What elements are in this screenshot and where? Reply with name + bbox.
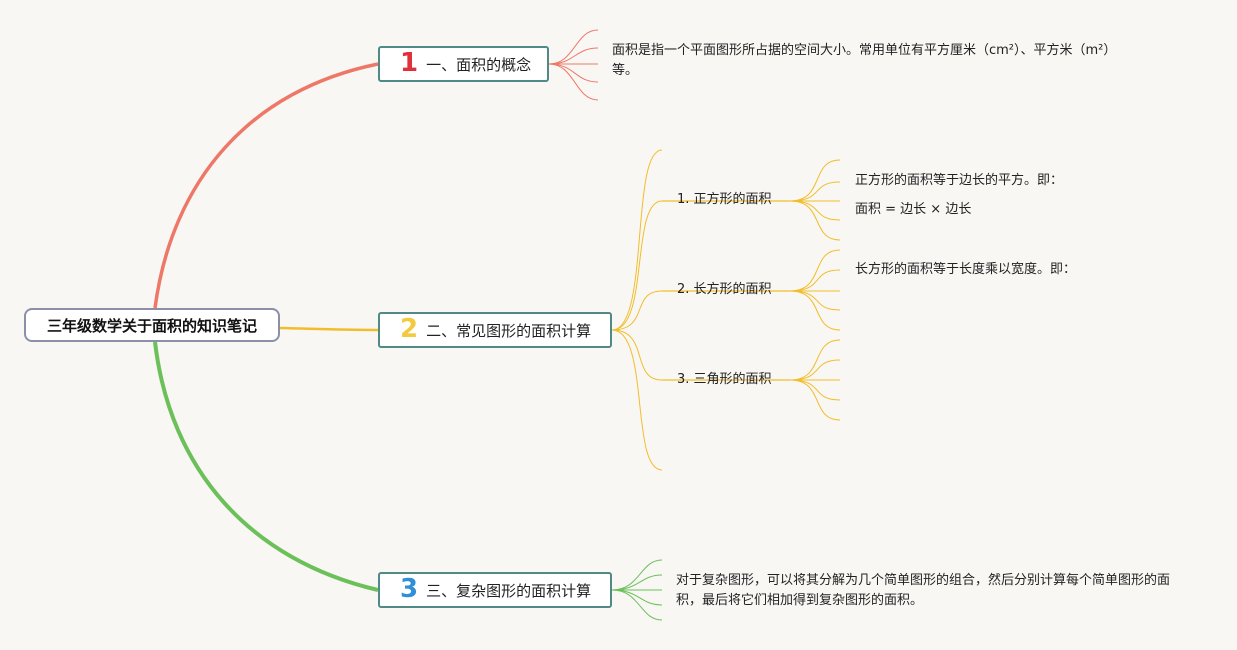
branch-1-note: 面积是指一个平面图形所占据的空间大小。常用单位有平方厘米（cm²）、平方米（m²… [612, 43, 1117, 78]
number-three-badge: 3 [400, 574, 419, 604]
sub-underlines [662, 200, 790, 381]
rectangle-note-1: 长方形的面积等于长度乘以宽度。即： [855, 262, 1077, 277]
link-root-branch2 [279, 326, 379, 332]
sub-node-rectangle[interactable]: 2. 长方形的面积 [677, 282, 772, 297]
square-note-1: 正方形的面积等于边长的平方。即： [855, 173, 1064, 188]
branch-node-3[interactable]: 3 三、复杂图形的面积计算 [378, 572, 612, 608]
branch-2-title: 二、常见图形的面积计算 [426, 321, 592, 340]
sub3-fan [789, 339, 841, 421]
link-root-branch1 [153, 62, 379, 309]
branch-3-title: 三、复杂图形的面积计算 [426, 581, 592, 600]
root-title: 三年级数学关于面积的知识笔记 [46, 316, 257, 335]
branch-node-2[interactable]: 2 二、常见图形的面积计算 [378, 312, 612, 348]
sub2-fan [789, 249, 841, 331]
sub-node-triangle[interactable]: 3. 三角形的面积 [677, 372, 772, 387]
branch-node-1[interactable]: 1 一、面积的概念 [378, 46, 549, 82]
number-two-badge: 2 [400, 314, 419, 344]
branch1-fan [548, 29, 599, 101]
branch-1-title: 一、面积的概念 [426, 55, 532, 74]
root-node[interactable]: 三年级数学关于面积的知识笔记 [24, 308, 280, 342]
link-root-branch3 [153, 341, 379, 592]
number-one-badge: 1 [400, 48, 419, 78]
branch3-fan [611, 559, 663, 621]
sub1-fan [789, 159, 841, 241]
branch2-fan [611, 149, 663, 471]
branch-3-note: 对于复杂图形，可以将其分解为几个简单图形的组合，然后分别计算每个简单图形的面积，… [676, 573, 1171, 608]
sub-node-square[interactable]: 1. 正方形的面积 [677, 192, 772, 207]
square-note-2: 面积 = 边长 × 边长 [855, 202, 972, 217]
